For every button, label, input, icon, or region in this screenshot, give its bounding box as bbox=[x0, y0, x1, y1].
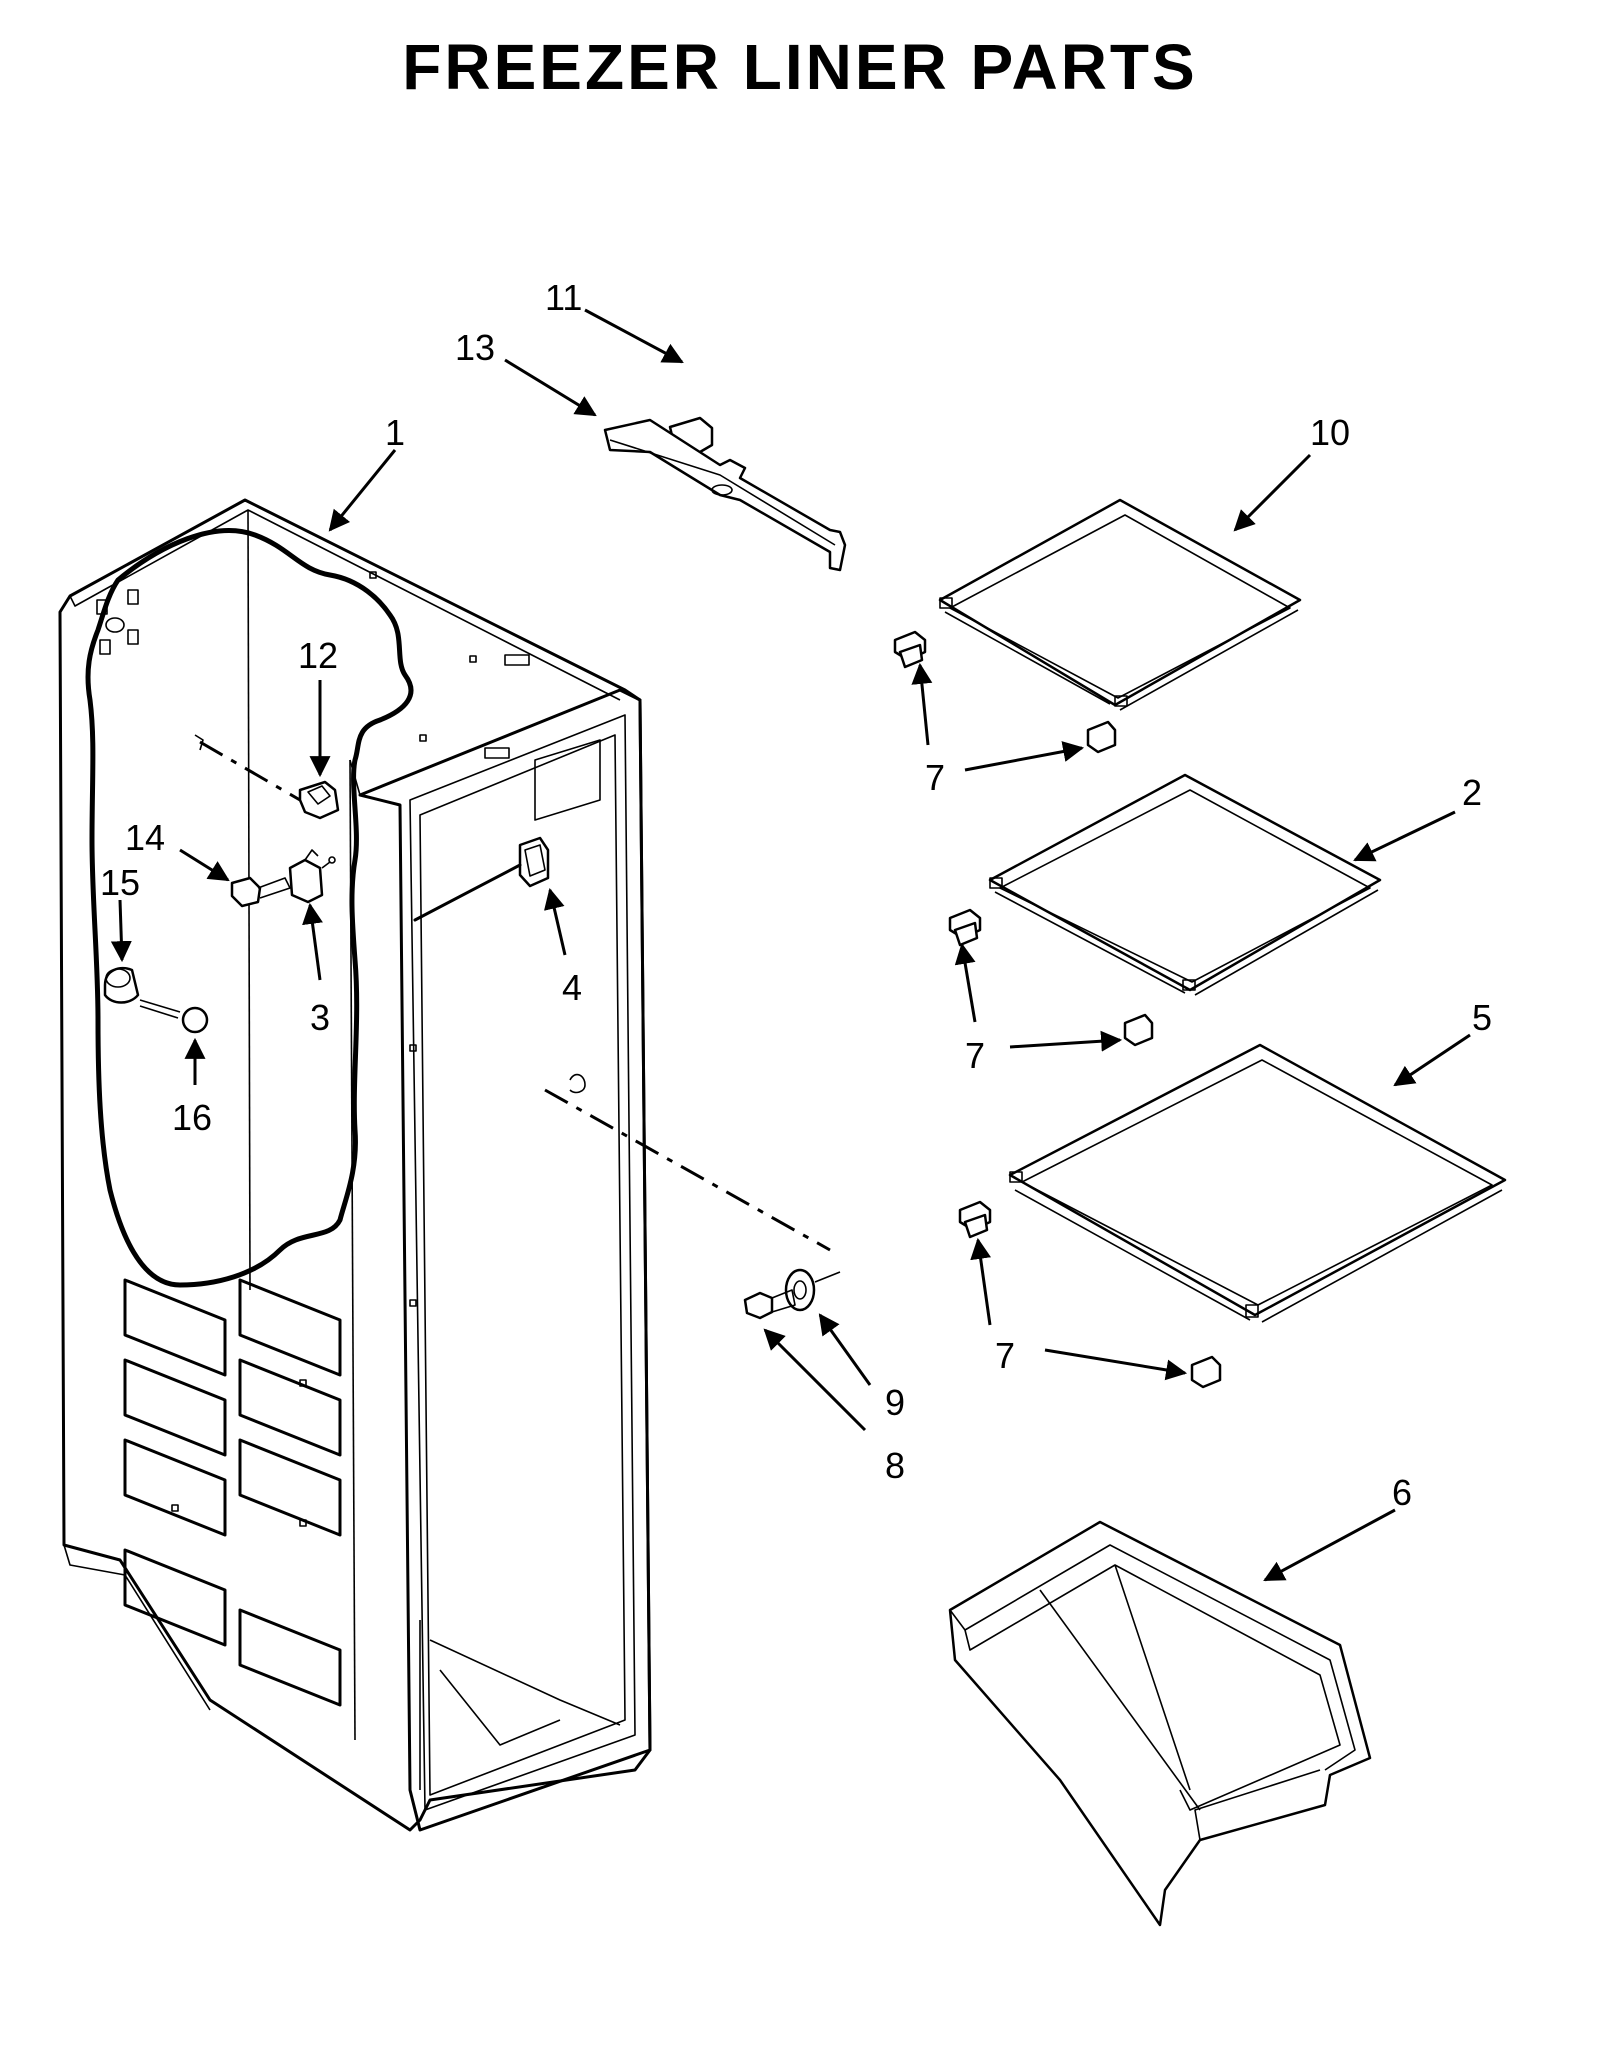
clip-part-12[interactable] bbox=[194, 734, 340, 820]
callout-1: 1 bbox=[385, 412, 405, 453]
callout-8: 8 bbox=[885, 1445, 905, 1486]
callout-4: 4 bbox=[562, 967, 582, 1008]
callout-2: 2 bbox=[1462, 772, 1482, 813]
leader-arrows bbox=[110, 308, 1471, 1582]
freezer-liner-part-1[interactable] bbox=[58, 498, 652, 1832]
pin-part-16[interactable] bbox=[139, 999, 209, 1034]
shelf-support-part-7c[interactable] bbox=[948, 908, 982, 947]
callout-6: 6 bbox=[1392, 1472, 1412, 1513]
freezer-bin-part-6[interactable] bbox=[948, 1520, 1372, 1927]
callout-16: 16 bbox=[172, 1097, 212, 1138]
callout-15: 15 bbox=[100, 862, 140, 903]
page-title: FREEZER LINER PARTS bbox=[402, 31, 1198, 103]
switch-part-4[interactable] bbox=[413, 836, 550, 922]
screw-part-14[interactable] bbox=[230, 876, 291, 908]
washer-part-9[interactable] bbox=[784, 1268, 816, 1312]
shelf-part-5[interactable] bbox=[1008, 1043, 1507, 1323]
shelf-support-part-7f[interactable] bbox=[1190, 1355, 1222, 1389]
callout-3: 3 bbox=[310, 997, 330, 1038]
callout-13: 13 bbox=[455, 327, 495, 368]
callout-7a: 7 bbox=[925, 757, 945, 798]
shelf-part-10[interactable] bbox=[938, 498, 1302, 711]
cap-part-15[interactable] bbox=[103, 966, 140, 1004]
callout-12: 12 bbox=[298, 635, 338, 676]
shelf-support-part-7b[interactable] bbox=[1086, 720, 1117, 754]
callout-7c: 7 bbox=[995, 1335, 1015, 1376]
screw-part-8[interactable] bbox=[743, 1271, 841, 1320]
callout-11: 11 bbox=[545, 277, 582, 318]
callout-5: 5 bbox=[1472, 997, 1492, 1038]
shelf-support-part-7e[interactable] bbox=[958, 1200, 992, 1239]
shelf-support-part-7a[interactable] bbox=[893, 630, 927, 669]
shelf-support-part-7d[interactable] bbox=[1123, 1013, 1154, 1047]
callout-10: 10 bbox=[1310, 412, 1350, 453]
bracket-part-13[interactable] bbox=[603, 418, 847, 572]
callout-labels: 1 11 13 10 2 5 6 12 14 3 15 16 4 9 8 7 7… bbox=[100, 277, 1492, 1513]
shelf-part-2[interactable] bbox=[988, 773, 1382, 996]
bracket-part-3[interactable] bbox=[288, 849, 336, 904]
callout-7b: 7 bbox=[965, 1035, 985, 1076]
callout-14: 14 bbox=[125, 817, 165, 858]
callout-9: 9 bbox=[885, 1382, 905, 1423]
